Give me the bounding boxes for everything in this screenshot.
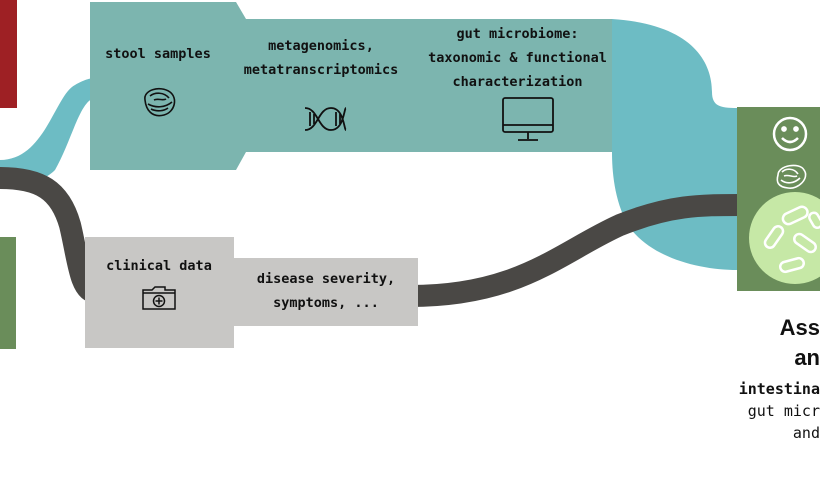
gut-microbiome-line-2: taxonomic & functional xyxy=(428,50,607,66)
caption-subtitle: intestina gut micr and xyxy=(739,378,820,444)
gut-microbiome-label: gut microbiome: taxonomic & functional c… xyxy=(420,22,615,94)
red-block xyxy=(0,0,17,108)
stool-sample-icon xyxy=(776,164,807,189)
smiley-face-icon xyxy=(772,116,808,152)
gut-microbiome-line-1: gut microbiome: xyxy=(456,26,579,42)
caption-line-3: intestina xyxy=(738,380,820,398)
dna-helix-icon xyxy=(304,107,347,131)
metagenomics-line-1: metagenomics, xyxy=(268,38,374,54)
bacteria-icon xyxy=(763,205,820,274)
computer-monitor-icon xyxy=(502,97,554,141)
clinical-band xyxy=(85,237,418,348)
teal-connector xyxy=(0,78,95,185)
stool-sample-icon xyxy=(144,88,176,117)
omics-band xyxy=(90,2,612,170)
caption-title-line-2: an xyxy=(794,345,820,370)
clinical-data-label: clinical data xyxy=(92,254,226,278)
clinical-ribbon xyxy=(0,167,98,303)
stool-samples-label: stool samples xyxy=(98,42,218,66)
disease-label: disease severity, symptoms, ... xyxy=(240,267,412,315)
disease-line-1: disease severity, xyxy=(256,271,396,287)
caption-line-5: and xyxy=(792,424,820,442)
stool-samples-text: stool samples xyxy=(105,46,211,62)
clinical-data-text: clinical data xyxy=(106,258,212,274)
metagenomics-label: metagenomics, metatranscriptomics xyxy=(236,34,406,82)
association-caption: Ass an xyxy=(780,313,820,373)
disease-line-2: symptoms, ... xyxy=(273,295,379,311)
clinical-ribbon-right xyxy=(409,194,741,307)
gut-microbiome-line-3: characterization xyxy=(452,74,583,90)
green-block xyxy=(0,237,16,349)
medical-folder-icon xyxy=(142,286,176,310)
metagenomics-line-2: metatranscriptomics xyxy=(243,62,399,78)
caption-line-4: gut micr xyxy=(747,402,820,420)
caption-title-line-1: Ass xyxy=(779,315,820,340)
